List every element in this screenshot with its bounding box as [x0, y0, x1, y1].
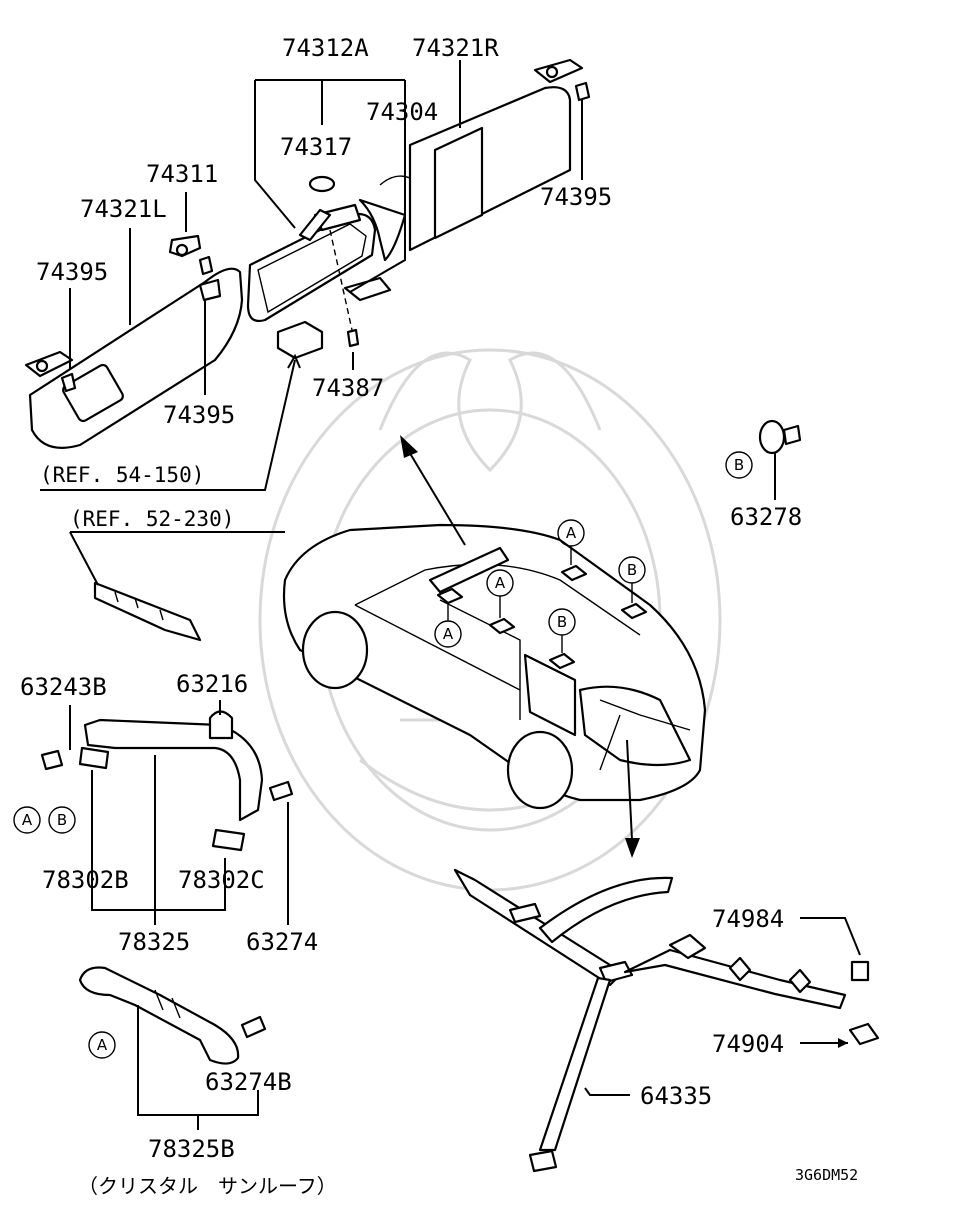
arrow-up-to-visor: [400, 435, 466, 546]
arrow-down-to-belt: [625, 739, 640, 858]
callout-b-roof-1: B: [618, 556, 646, 603]
label-74311: 74311: [146, 160, 218, 188]
callout-b-roof-2: B: [548, 608, 576, 653]
label-78325: 78325: [118, 928, 190, 956]
bracket-ref-54-150: [276, 320, 324, 360]
label-ref-52-230: (REF. 52-230): [70, 507, 234, 531]
visor-hook-74311: [168, 234, 202, 258]
label-74387: 74387: [312, 374, 384, 402]
label-74321R: 74321R: [412, 34, 499, 62]
screw-74395-mid: [198, 255, 214, 276]
seat-belt-64335: [453, 868, 880, 1173]
screw-74395-left: [60, 372, 77, 393]
label-74317: 74317: [280, 133, 352, 161]
assist-grip-78325: [40, 710, 294, 852]
svg-text:B: B: [557, 613, 567, 631]
label-74904: 74904: [712, 1030, 784, 1058]
cover-74317: [308, 175, 336, 193]
label-74395-left: 74395: [36, 258, 108, 286]
label-ref-54-150: (REF. 54-150): [40, 463, 204, 487]
leader-lines-top: [40, 60, 583, 491]
label-64335: 64335: [640, 1082, 712, 1110]
callout-a-roof-2: A: [486, 569, 514, 618]
callout-a-roof-3: A: [434, 604, 462, 648]
svg-text:B: B: [627, 561, 637, 579]
wiring-bracket-ref-52-230: [69, 531, 285, 642]
screw-74395-right: [574, 81, 591, 102]
label-74984: 74984: [712, 905, 784, 933]
sun-visor-left: [24, 267, 244, 449]
leader-lines-grip: [69, 700, 289, 925]
label-crystal-sunroof-note: （クリスタル サンルーフ）: [78, 1174, 337, 1198]
callout-a-grip: A: [13, 806, 41, 834]
callout-a-roof-1: A: [557, 519, 585, 565]
label-78302B: 78302B: [42, 866, 129, 894]
callout-b-clip: B: [725, 451, 753, 479]
callout-circles: A B A B A B A: [13, 451, 753, 1059]
svg-text:A: A: [443, 625, 454, 643]
label-74312A: 74312A: [282, 34, 369, 62]
screw-74387: [329, 229, 360, 348]
label-63243B: 63243B: [20, 673, 107, 701]
label-78325B: 78325B: [148, 1135, 235, 1163]
rear-view-mirror: [246, 198, 407, 323]
roof-sensor-assembly: [428, 546, 510, 594]
label-63274B: 63274B: [205, 1068, 292, 1096]
label-63216: 63216: [176, 670, 248, 698]
clip-63278: [758, 419, 802, 500]
label-74304: 74304: [366, 98, 438, 126]
svg-text:A: A: [22, 811, 33, 829]
svg-text:B: B: [734, 456, 744, 474]
label-74395-right: 74395: [540, 183, 612, 211]
diagram-code: 3G6DM52: [795, 1166, 858, 1184]
svg-text:A: A: [97, 1036, 108, 1054]
roof-clip-markers: [436, 564, 648, 670]
part-number-labels: 74312A 74321R 74304 74317 74395 74311 74…: [20, 34, 858, 1198]
leader-lines-belt: [584, 917, 861, 1096]
assist-grip-78325B: [78, 966, 267, 1130]
svg-text:B: B: [57, 811, 67, 829]
sun-visor-right: [379, 58, 584, 252]
svg-text:A: A: [566, 524, 577, 542]
label-78302C: 78302C: [178, 866, 265, 894]
callout-a-grip-b: A: [88, 1031, 116, 1059]
callout-b-grip: B: [48, 806, 76, 834]
svg-text:A: A: [495, 574, 506, 592]
vehicle-body: [282, 523, 707, 810]
label-74395-mid: 74395: [163, 401, 235, 429]
label-63278: 63278: [730, 503, 802, 531]
label-63274: 63274: [246, 928, 318, 956]
label-74321L: 74321L: [80, 195, 167, 223]
